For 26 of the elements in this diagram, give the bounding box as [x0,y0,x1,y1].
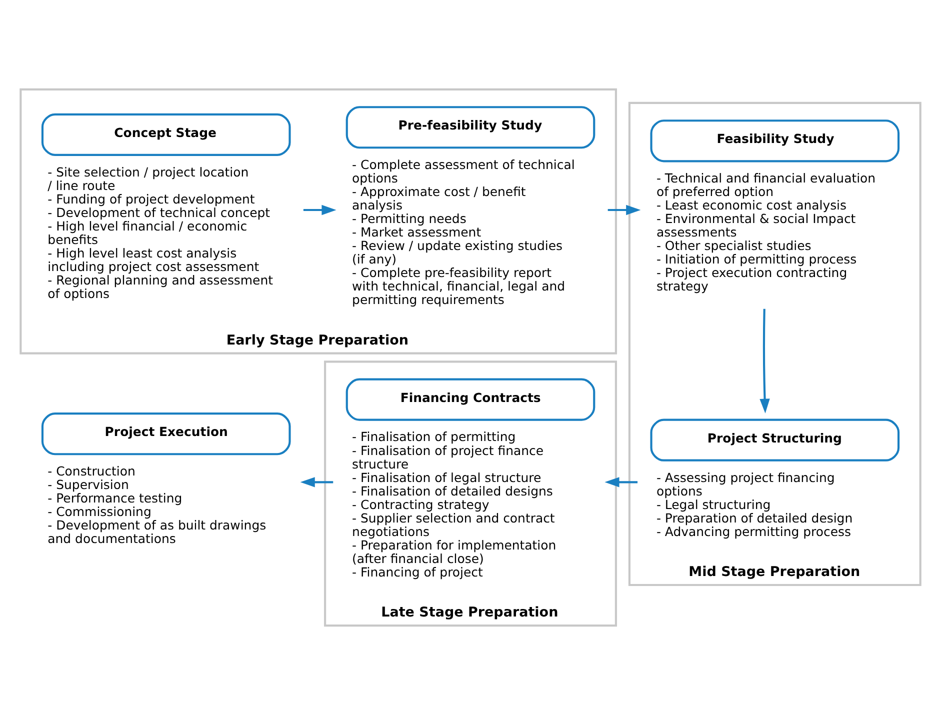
node-label: - Technical and financial evaluation of preferred option [656,170,876,199]
node-label: - Performance testing [48,490,182,506]
node-label: - Initiation of permitting process [656,251,857,266]
node-label: - Other specialist studies [656,238,812,253]
node-label: - Assessing project financing options [656,469,835,498]
node-label: - Funding of project development [48,190,255,206]
node-label: - Financing of project [352,564,483,579]
node-label: - Finalisation of legal structure [352,469,542,484]
node-label: - Finalisation of permitting [352,428,516,444]
node-label: - Complete assessment of technical options [352,156,575,186]
node-label: - Review / update existing studies (if any) [352,238,563,266]
node-label: - Commissioning [48,504,152,519]
arrow [300,476,334,487]
node-label: - Legal structuring [656,496,771,512]
arrow [303,204,336,215]
node-label: - Site selection / project location / line route [48,164,249,192]
arrow [608,204,641,215]
node-label: - Approximate cost / benefit analysis [352,184,526,212]
node-label: - Supervision [48,476,129,492]
node-label: - Contracting strategy [352,496,490,512]
node-label: - High level least cost analysis including project cost assessment [48,244,260,274]
node-label: - Least economic cost analysis [656,197,847,212]
node-label: - Construction [48,463,136,478]
arrow [604,476,638,487]
arrow [760,308,770,413]
node-label: - High level financial / economic benefits [48,218,248,246]
